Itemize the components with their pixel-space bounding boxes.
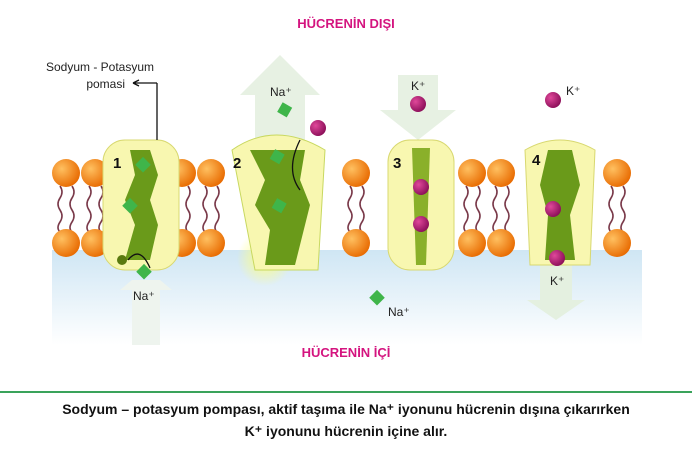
na-label-out: Na⁺	[270, 85, 292, 99]
phospholipid-head	[52, 229, 80, 257]
lipid-tail	[98, 185, 104, 233]
k-ion-icon	[413, 216, 429, 232]
k-label-in-arrow: K⁺	[411, 79, 425, 93]
na-ion-icon	[269, 149, 285, 165]
lipid-tail	[57, 185, 63, 233]
na-label-cytoplasm: Na⁺	[388, 305, 410, 319]
na-ion-icon	[135, 156, 151, 173]
phospholipid-head	[458, 229, 486, 257]
phospholipid-head	[197, 229, 225, 257]
curved-arrow-icon	[127, 253, 151, 269]
lipid-tail	[492, 185, 498, 233]
pump-protein-3	[387, 139, 455, 271]
phospholipid-head	[81, 159, 109, 187]
lipid-tail	[69, 185, 75, 233]
caption-line2: K⁺ iyonunu hücrenin içine alır.	[244, 423, 448, 439]
curved-arrow-icon	[291, 139, 301, 191]
phospholipid-head	[487, 229, 515, 257]
k-ion-icon	[545, 201, 561, 217]
lipid-tail	[86, 185, 92, 233]
phospholipid-head	[342, 229, 370, 257]
phospholipid-head	[52, 159, 80, 187]
phospholipid-head	[342, 159, 370, 187]
na-up-arrow-icon	[120, 280, 172, 345]
k-ion-icon	[310, 120, 326, 136]
lipid-tail	[202, 185, 208, 233]
caption-line1: Sodyum – potasyum pompası, aktif taşıma …	[62, 401, 630, 417]
na-ion-icon	[136, 263, 152, 280]
lipid-tail	[620, 185, 626, 233]
na-ion-icon	[277, 102, 293, 118]
lipid-tail	[504, 185, 510, 233]
k-ion-icon	[549, 250, 565, 266]
step-4: 4	[532, 152, 541, 169]
pump-protein-4	[524, 139, 596, 266]
pointer-arrow-icon	[132, 79, 158, 140]
k-down-arrow-icon	[527, 265, 585, 320]
k-ion-icon	[413, 179, 429, 195]
k-label-down: K⁺	[550, 274, 564, 288]
lipid-tail	[185, 185, 191, 233]
phospholipid-head	[603, 159, 631, 187]
lipid-tail	[463, 185, 469, 233]
inside-title: HÜCRENİN İÇİ	[302, 345, 391, 360]
na-out-arrow-icon	[240, 55, 320, 140]
outside-title: HÜCRENİN DIŞI	[297, 16, 395, 31]
phospholipid-head	[81, 229, 109, 257]
membrane-illustration: HÜCRENİN DIŞI HÜCRENİN İÇİ Sodyum - Pota…	[46, 16, 642, 360]
step-2: 2	[233, 155, 241, 172]
k-label-outside: K⁺	[566, 84, 580, 98]
lipid-tail	[347, 185, 353, 233]
step-1: 1	[113, 155, 121, 172]
lipid-tail	[608, 185, 614, 233]
k-ion-icon	[410, 96, 426, 112]
phospholipid-head	[603, 229, 631, 257]
caption: Sodyum – potasyum pompası, aktif taşıma …	[0, 398, 692, 442]
divider-line	[0, 391, 692, 393]
k-ion-icon	[545, 92, 561, 108]
phospholipid-head	[458, 159, 486, 187]
lipid-tail	[214, 185, 220, 233]
na-label-inside: Na⁺	[133, 289, 155, 303]
lipid-tails	[57, 185, 626, 233]
bound-site-icon	[117, 255, 127, 265]
lipid-tail	[359, 185, 365, 233]
phospholipid-head	[487, 159, 515, 187]
pump-protein-1	[102, 139, 180, 271]
na-ion-icon	[122, 197, 138, 214]
na-ion-icon	[369, 289, 385, 306]
pump-label-line2: pomasi	[86, 77, 125, 91]
step-3: 3	[393, 155, 401, 172]
lipid-tail	[475, 185, 481, 233]
phospholipid-head	[197, 159, 225, 187]
na-ion-icon	[271, 198, 287, 214]
pump-label-line1: Sodyum - Potasyum	[46, 60, 154, 74]
phospholipid-heads	[52, 159, 631, 257]
